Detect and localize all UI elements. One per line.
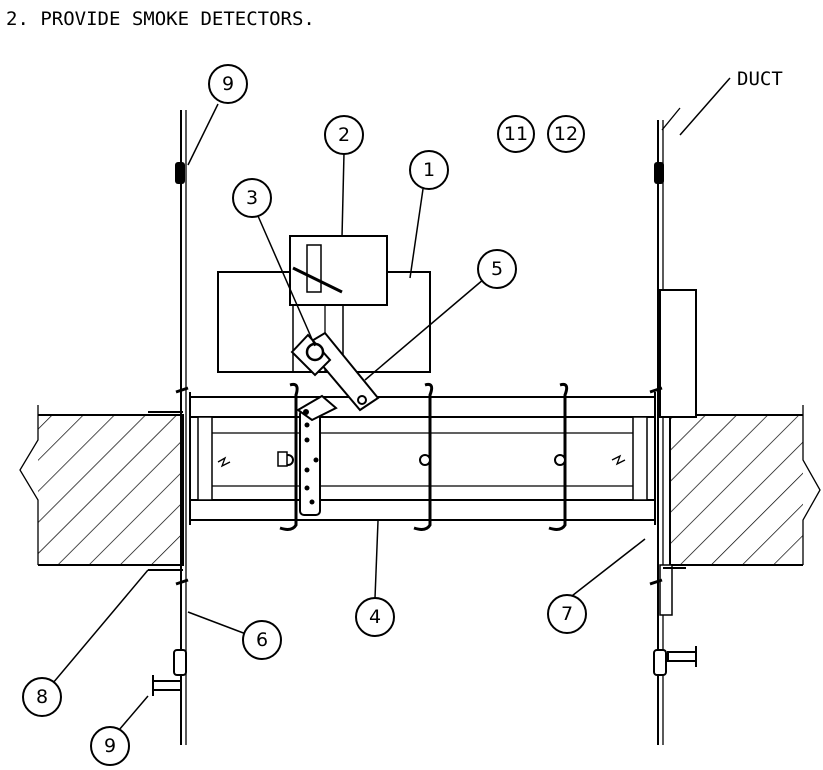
callout-leaders — [52, 103, 646, 731]
svg-text:12: 12 — [554, 123, 578, 145]
callout-12: 12 — [547, 115, 585, 153]
duct-label: DUCT — [737, 68, 783, 90]
callout-7: 7 — [547, 594, 587, 634]
svg-text:5: 5 — [491, 258, 503, 280]
callout-11: 11 — [497, 115, 535, 153]
callout-6: 6 — [242, 620, 282, 660]
callout-5: 5 — [477, 249, 517, 289]
callout-4: 4 — [355, 597, 395, 637]
linkage-plate — [299, 409, 321, 516]
svg-text:8: 8 — [36, 686, 48, 708]
callout-2: 2 — [324, 115, 364, 155]
svg-text:7: 7 — [561, 603, 573, 625]
duct-wall-right — [653, 107, 681, 745]
wall-fasteners — [152, 386, 697, 696]
svg-text:9: 9 — [222, 73, 234, 95]
wall-section-right — [669, 405, 821, 566]
callout-9-top: 9 — [208, 64, 248, 104]
damper-blades — [217, 383, 626, 531]
wall-section-left — [19, 405, 184, 566]
svg-text:2: 2 — [338, 124, 350, 146]
retaining-angles — [148, 289, 697, 616]
svg-text:6: 6 — [256, 629, 268, 651]
svg-text:3: 3 — [246, 187, 258, 209]
fusible-link-arm — [290, 331, 380, 422]
svg-text:4: 4 — [369, 606, 381, 628]
callout-1: 1 — [409, 150, 449, 190]
general-note: 2. PROVIDE SMOKE DETECTORS. — [6, 8, 315, 30]
svg-text:11: 11 — [504, 123, 528, 145]
callout-8: 8 — [22, 677, 62, 717]
callout-3: 3 — [232, 178, 272, 218]
callout-9-bottom: 9 — [90, 726, 130, 766]
svg-text:1: 1 — [423, 159, 435, 181]
duct-leader — [679, 77, 731, 136]
duct-wall-left — [173, 110, 187, 745]
svg-text:9: 9 — [104, 735, 116, 757]
